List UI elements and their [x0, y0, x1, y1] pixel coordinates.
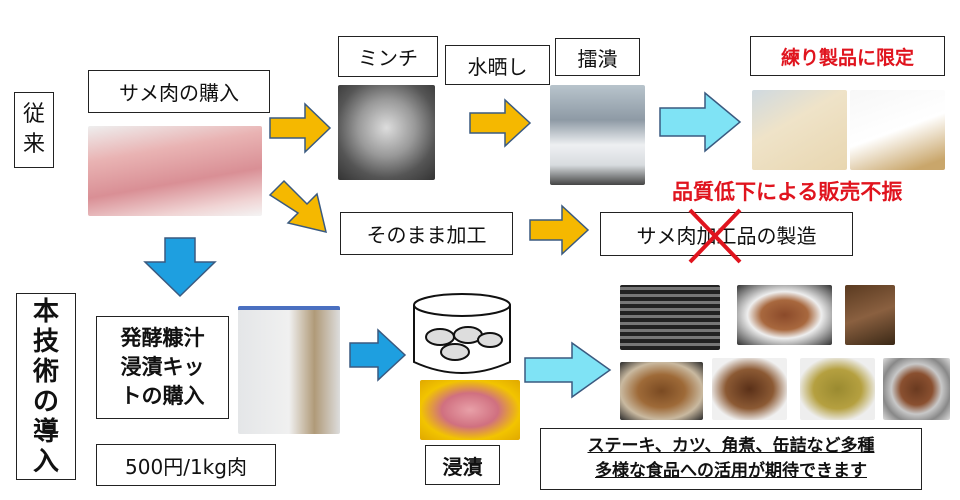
buy-shark-box: サメ肉の購入 — [88, 70, 270, 113]
label-char: 導 — [32, 416, 59, 447]
cross-mark — [688, 208, 742, 264]
new-tech-label: 本 技 術 の 導 入 — [16, 293, 76, 480]
arrow-right-icon — [349, 328, 407, 382]
kit-box: 発酵糠汁 浸漬キッ トの購入 — [96, 316, 229, 419]
label-char: 本 — [32, 296, 59, 327]
limited-box: 練り製品に限定 — [750, 36, 945, 76]
label-char: 術 — [32, 356, 59, 387]
label-char: 技 — [32, 326, 59, 357]
product-box: サメ肉加工品の製造 — [600, 212, 853, 256]
kakuni-photo — [712, 358, 787, 420]
label-char: の — [32, 386, 59, 417]
label-char: 来 — [22, 132, 45, 157]
soak-box: 浸漬 — [425, 445, 500, 485]
mince-photo — [338, 85, 435, 180]
arrow-right-icon — [269, 102, 332, 154]
cutlet-photo — [737, 285, 832, 345]
price-box: 500円/1kg肉 — [96, 444, 276, 486]
kamaboko-photo-1 — [752, 90, 847, 170]
result-box: ステーキ、カツ、角煮、缶詰など多種 多様な食品への活用が期待できます — [540, 428, 922, 490]
poor-sales-note: 品質低下による販売不振 — [672, 180, 903, 204]
rinse-box: 水晒し — [445, 45, 550, 85]
kit-line: 発酵糠汁 — [120, 326, 205, 350]
arrow-down-icon — [143, 237, 217, 298]
label-char: 従 — [22, 102, 45, 127]
kamaboko-photo-2 — [850, 90, 945, 170]
arrow-right-icon — [524, 341, 612, 399]
arrow-right-icon — [529, 204, 590, 256]
arrow-diagonal-icon — [268, 179, 328, 234]
result-line: ステーキ、カツ、角煮、缶詰など多種 — [587, 436, 875, 456]
mince-box: ミンチ — [338, 36, 438, 77]
kit-photo — [238, 306, 340, 434]
as-is-box: そのまま加工 — [340, 212, 513, 255]
steak-photo — [620, 285, 720, 350]
grinder-photo — [550, 85, 645, 185]
simmered-photo — [800, 358, 875, 420]
kit-line: トの購入 — [120, 384, 205, 408]
label-char: 入 — [32, 446, 59, 477]
kit-line: 浸漬キッ — [120, 355, 205, 379]
arrow-right-icon — [659, 91, 742, 153]
arrow-right-icon — [469, 98, 532, 148]
soaking-tray-photo — [420, 380, 520, 440]
canned-photo — [883, 358, 950, 420]
result-line: 多様な食品への活用が期待できます — [595, 461, 867, 481]
shark-meat-photo — [88, 126, 262, 216]
soaking-tub-icon — [413, 293, 511, 374]
grind-box: 擂潰 — [555, 38, 640, 76]
stew-photo — [845, 285, 895, 345]
fried-photo — [620, 362, 703, 420]
conventional-label: 従 来 — [14, 92, 54, 168]
